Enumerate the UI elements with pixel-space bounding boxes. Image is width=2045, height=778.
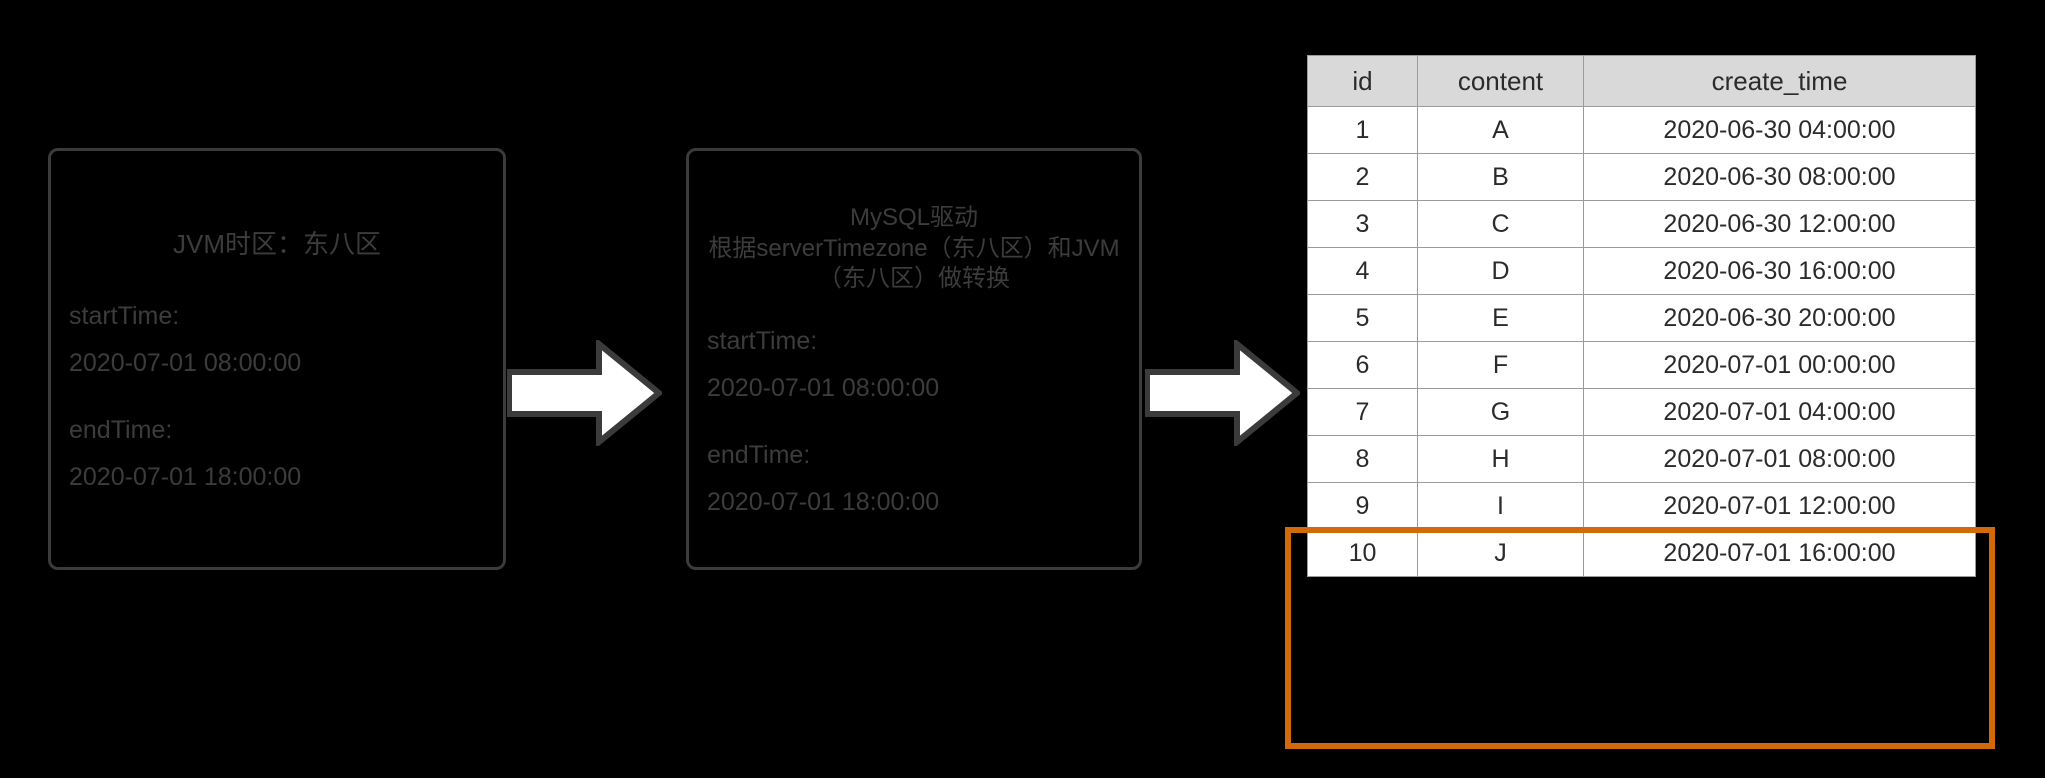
cell-id: 9 [1307,482,1418,530]
process-box-jvm-timezone: JVM时区：东八区 startTime: 2020-07-01 08:00:00… [48,148,506,570]
column-header-id: id [1307,55,1418,107]
cell-content: A [1417,106,1584,154]
driver-end-time-label: endTime: [707,441,811,470]
cell-id: 2 [1307,153,1418,201]
cell-content: G [1417,388,1584,436]
cell-create-time: 2020-06-30 12:00:00 [1583,200,1976,248]
box-title-mysql-driver: MySQL驱动 根据serverTimezone（东八区）和JVM（东八区）做转… [708,203,1120,293]
cell-create-time: 2020-06-30 04:00:00 [1583,106,1976,154]
cell-id: 3 [1307,200,1418,248]
cell-content: C [1417,200,1584,248]
cell-content: J [1417,529,1584,577]
driver-start-time-value: 2020-07-01 08:00:00 [707,374,940,403]
cell-content: D [1417,247,1584,295]
cell-create-time: 2020-07-01 00:00:00 [1583,341,1976,389]
cell-id: 5 [1307,294,1418,342]
cell-create-time: 2020-06-30 16:00:00 [1583,247,1976,295]
cell-create-time: 2020-07-01 12:00:00 [1583,482,1976,530]
cell-id: 6 [1307,341,1418,389]
cell-create-time: 2020-06-30 20:00:00 [1583,294,1976,342]
arrow-right-icon-jvm-to-driver [506,337,664,449]
driver-end-time-value: 2020-07-01 18:00:00 [707,488,940,517]
jvm-end-time-label: endTime: [69,415,173,444]
cell-create-time: 2020-06-30 08:00:00 [1583,153,1976,201]
box-title-jvm: JVM时区：东八区 [172,229,381,260]
arrow-right-icon-driver-to-table [1144,337,1302,449]
cell-create-time: 2020-07-01 08:00:00 [1583,435,1976,483]
cell-id: 10 [1307,529,1418,577]
cell-content: I [1417,482,1584,530]
jvm-start-time-value: 2020-07-01 08:00:00 [69,348,302,377]
process-box-mysql-driver: MySQL驱动 根据serverTimezone（东八区）和JVM（东八区）做转… [686,148,1142,570]
cell-id: 1 [1307,106,1418,154]
cell-create-time: 2020-07-01 04:00:00 [1583,388,1976,436]
cell-id: 8 [1307,435,1418,483]
column-header-create-time: create_time [1583,55,1976,107]
cell-content: B [1417,153,1584,201]
column-header-content: content [1417,55,1584,107]
cell-content: H [1417,435,1584,483]
cell-content: E [1417,294,1584,342]
jvm-end-time-value: 2020-07-01 18:00:00 [69,462,302,491]
cell-create-time: 2020-07-01 16:00:00 [1583,529,1976,577]
cell-id: 7 [1307,388,1418,436]
jvm-start-time-label: startTime: [69,301,180,330]
cell-id: 4 [1307,247,1418,295]
driver-start-time-label: startTime: [707,327,818,356]
cell-content: F [1417,341,1584,389]
table-header-row: id content create_time [1307,55,1976,107]
